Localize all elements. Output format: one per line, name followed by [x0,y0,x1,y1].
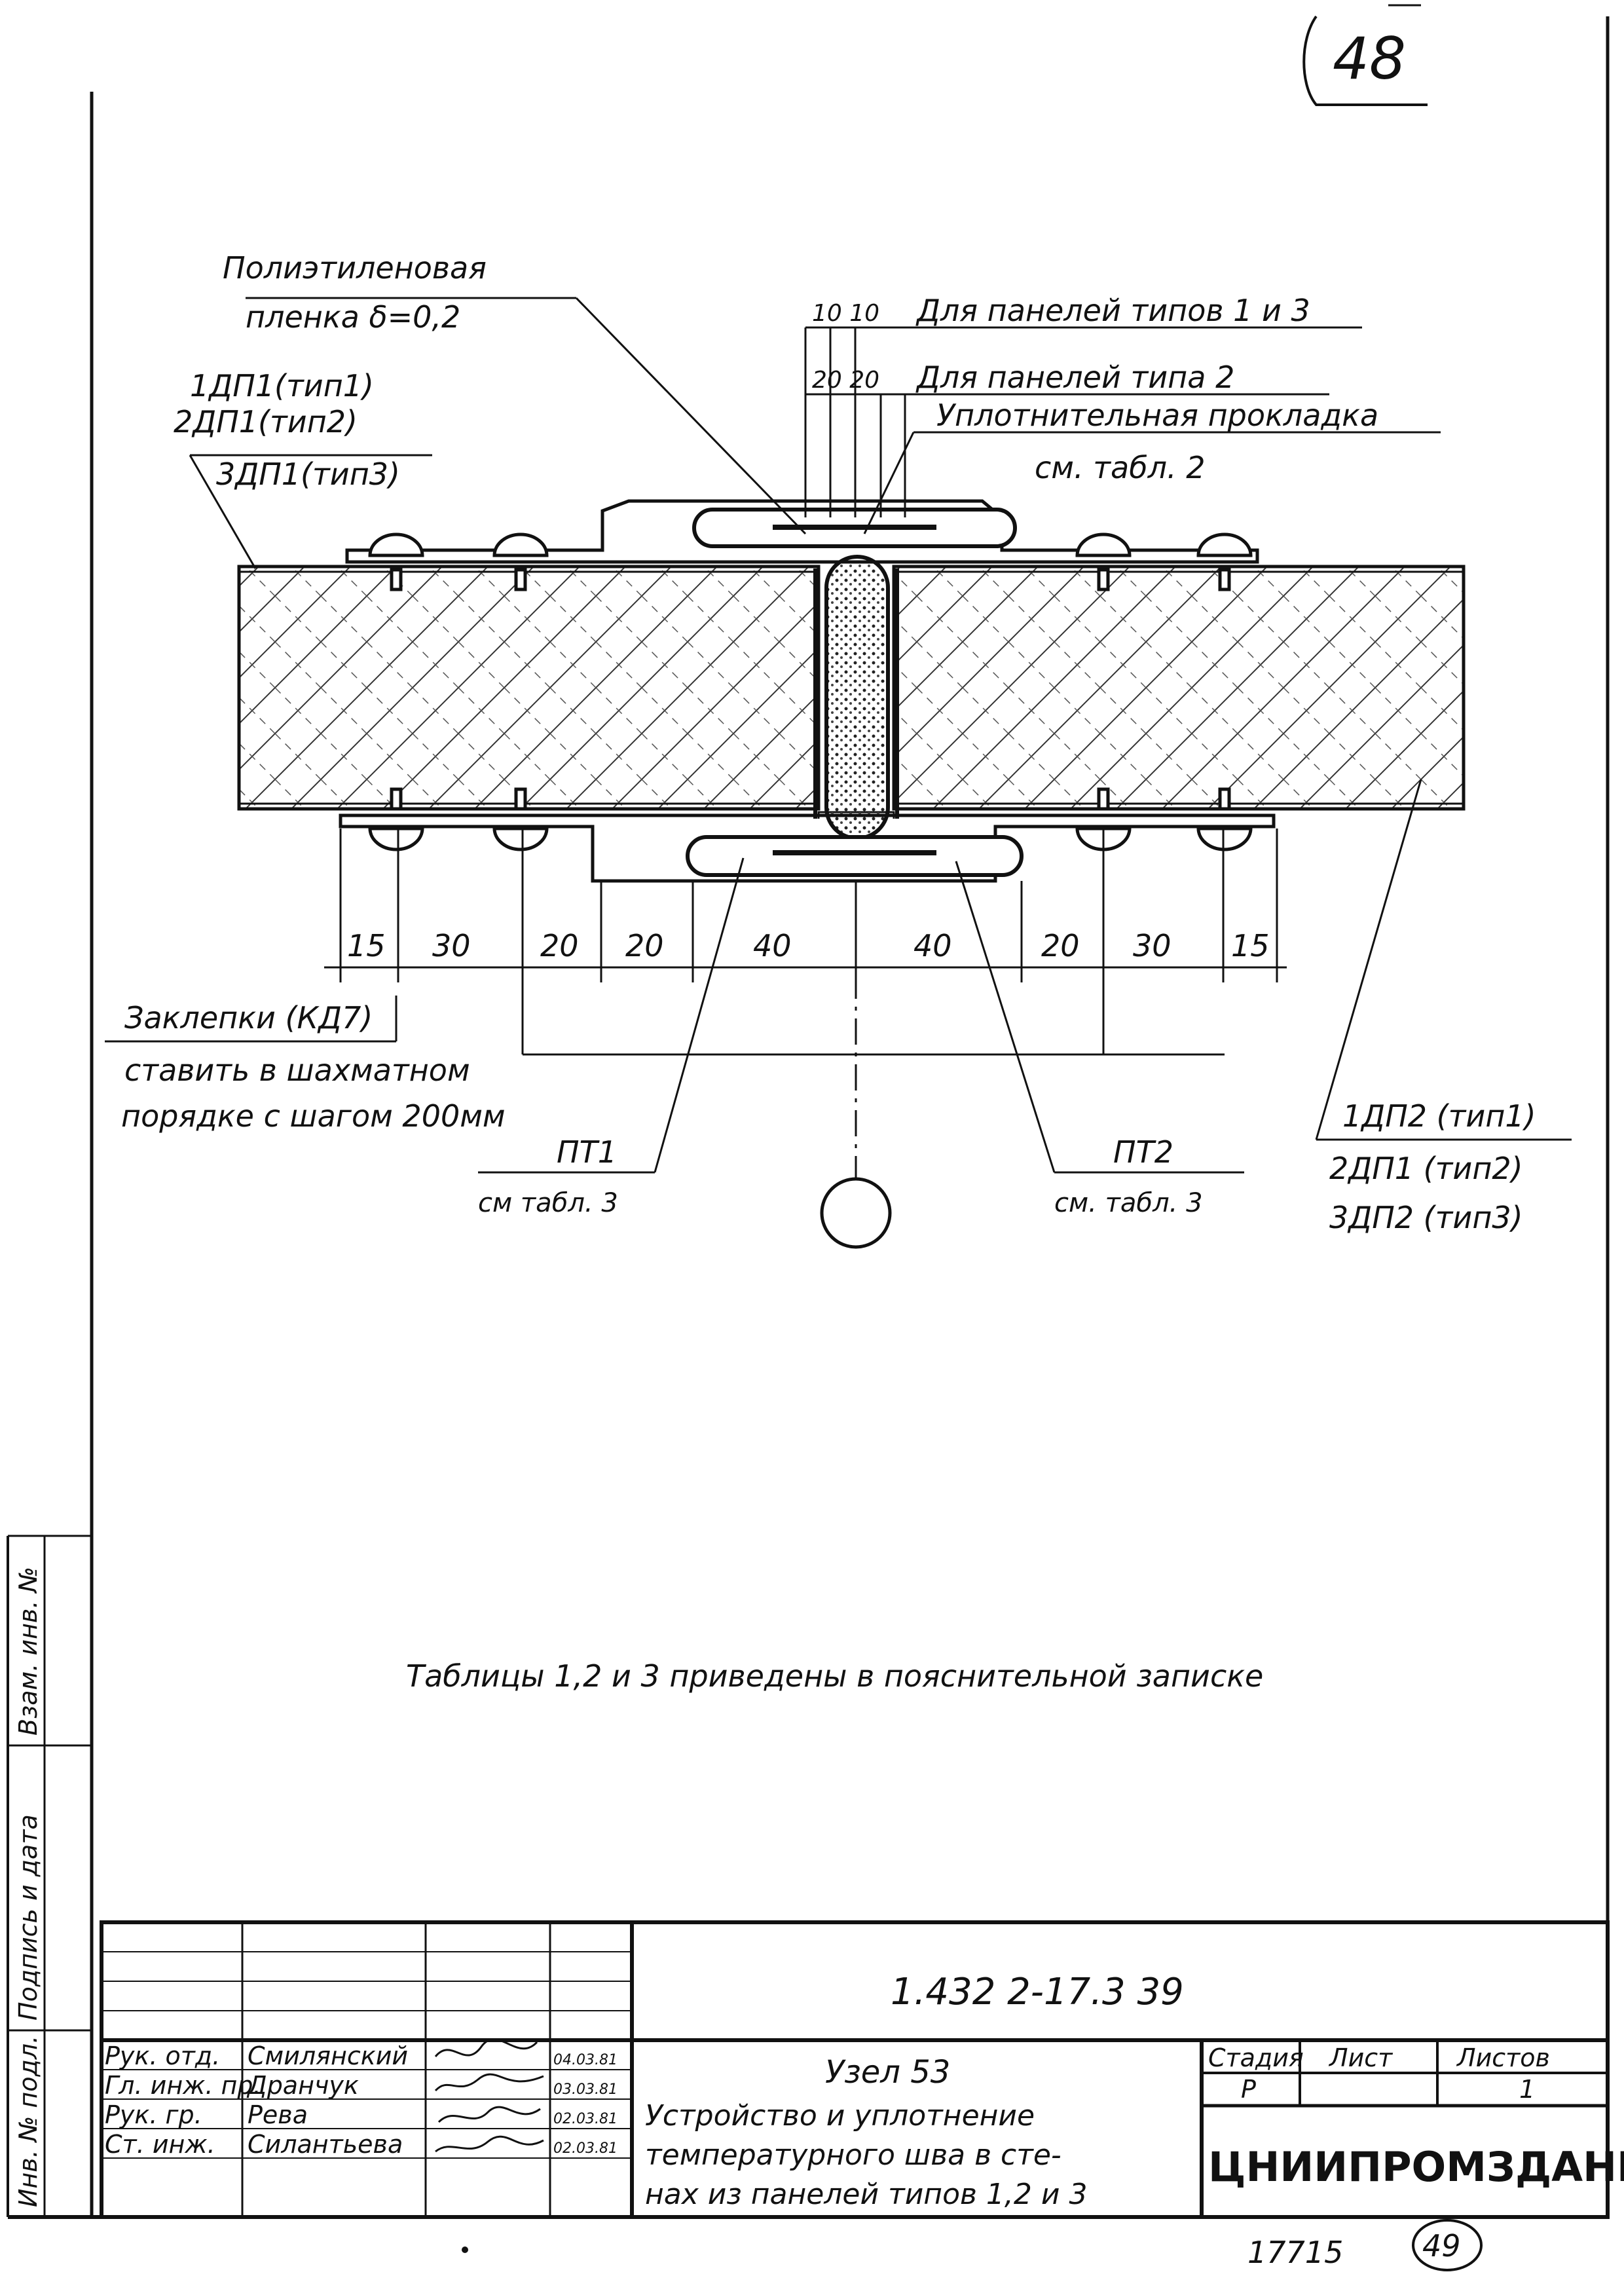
signer-date-4: 02.03.81 [553,2140,618,2157]
ledge-left-label-1: 1ДП1(тип1) [190,368,374,403]
dim-20-left-b: 20 [625,928,664,963]
film-label-1: Полиэтиленовая [223,250,487,286]
doc-code: 1.432 2-17.3 39 [891,1971,1184,2013]
signer-role-2: Гл. инж. пр. [105,2071,261,2100]
rivets-label-3: порядке с шагом 200мм [121,1098,506,1134]
types-13-label: Для панелей типов 1 и 3 [915,293,1310,328]
callout-texts: Полиэтиленовая пленка δ=0,2 1ДП1(тип1) 2… [121,250,1536,1235]
dim-30-right: 30 [1133,928,1172,963]
signer-date-1: 04.03.81 [553,2052,618,2068]
dim-15-left: 15 [347,928,386,963]
seal-label-2: см. табл. 2 [1035,450,1206,485]
bottom-number: 17715 [1247,2235,1343,2270]
ledge-right-label-1: 1ДП2 (тип1) [1342,1098,1536,1134]
dim-20-right: 20 [1041,928,1080,963]
side-stamp-sign: Подпись и дата [14,1814,43,2021]
side-stamp-inv: Инв. № подл. [14,2036,43,2207]
dim-40-left: 40 [753,928,792,963]
ledge-left-label-2: 2ДП1(тип2) [174,404,358,439]
tables-note: Таблицы 1,2 и 3 приведены в пояснительно… [406,1658,1263,1694]
sheets-value: 1 [1519,2075,1535,2104]
pt1-label-2: см табл. 3 [478,1188,618,1218]
title-line-1: Узел 53 [825,2054,950,2091]
pt2-label-1: ПТ2 [1113,1134,1173,1170]
side-stamp-replace: Взам. инв. № [14,1567,43,1736]
bottom-page-mark: 49 [1412,2219,1483,2271]
joint-detail [237,499,1466,1249]
signer-role-3: Рук. гр. [105,2100,202,2129]
right-panel [892,565,1466,811]
organization: ЦНИИПРОМЗДАНИЙ [1208,2143,1624,2191]
signatures [434,2038,544,2153]
dim-30-left: 30 [432,928,471,963]
axis-marker [820,1177,892,1249]
ledge-right-label-3: 3ДП2 (тип3) [1329,1200,1523,1235]
stage-value: Р [1241,2075,1256,2104]
ledge-right-label-2: 2ДП1 (тип2) [1329,1151,1523,1186]
sheets-header: Листов [1456,2043,1550,2072]
signer-name-4: Силантьева [248,2130,403,2159]
ledge-left-label-3: 3ДП1(тип3) [216,457,400,492]
callouts [105,297,1572,1174]
rivets-label-1: Заклепки (КД7) [124,1000,373,1035]
signer-role-4: Ст. инж. [105,2130,215,2159]
signer-date-2: 03.03.81 [553,2081,618,2098]
signer-name-3: Рева [248,2100,308,2129]
bottom-omega-profile [686,835,1024,877]
dim-type-2: 20 20 [812,367,879,394]
svg-text:49: 49 [1422,2228,1461,2264]
dimension-chain: 15 30 20 20 40 40 20 30 15 [324,829,1287,1054]
film-label-2: пленка δ=0,2 [246,299,460,335]
title-line-2: Устройство и уплотнение [645,2099,1035,2133]
corner-sheet-number: 48 [1302,4,1428,106]
rivets-top [368,532,1253,591]
side-stamp: Инв. № подл. Подпись и дата Взам. инв. № [7,1535,92,2217]
type-2-label: Для панелей типа 2 [915,360,1234,395]
title-line-3: температурного шва в сте- [645,2138,1061,2172]
dim-15-right: 15 [1231,928,1270,963]
signer-name-1: Смилянский [248,2041,408,2070]
rivets-label-2: ставить в шахматном [124,1053,470,1088]
dim-40-right: 40 [913,928,952,963]
pt2-label-2: см. табл. 3 [1054,1188,1203,1218]
sheet-header: Лист [1328,2043,1393,2072]
dim-20-left-a: 20 [540,928,579,963]
pt1-label-1: ПТ1 [557,1134,617,1170]
seal-label-1: Уплотнительная прокладка [936,398,1378,433]
signer-name-2: Дранчук [246,2071,359,2100]
title-block: 1.432 2-17.3 39 Узел 53 Устройство и упл… [100,1920,1624,2219]
sealing-gasket [824,555,890,840]
dim-types-13: 10 10 [812,300,879,327]
stage-header: Стадия [1208,2043,1304,2072]
corner-number-text: 48 [1333,25,1406,92]
signer-date-3: 02.03.81 [553,2111,618,2127]
title-line-4: нах из панелей типов 1,2 и 3 [645,2178,1087,2211]
bottom-cover-plate [339,813,1276,883]
signer-role-1: Рук. отд. [105,2041,220,2070]
left-panel [237,565,821,811]
